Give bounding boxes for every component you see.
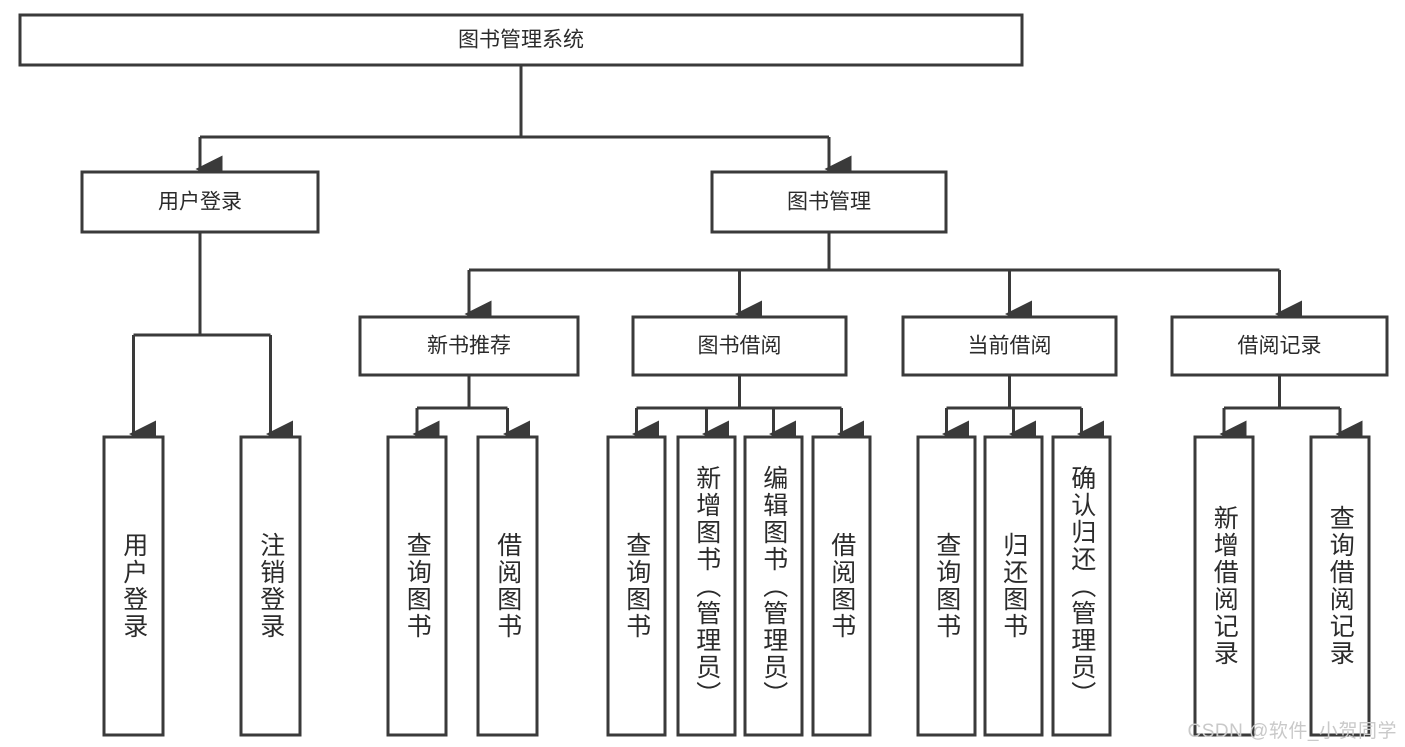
- node-label-book-manage: 图书管理: [787, 191, 871, 214]
- watermark: CSDN @软件_小贺同学: [1187, 721, 1397, 742]
- node-box-new-book-rec[interactable]: [358, 315, 580, 377]
- node-box-leaf-add-book[interactable]: [676, 435, 737, 737]
- node-box-book-manage[interactable]: [710, 170, 948, 234]
- node-label-current-borrow: 当前借阅: [968, 335, 1052, 358]
- node-box-leaf-logout[interactable]: [239, 435, 302, 737]
- node-box-leaf-query-book-1[interactable]: [386, 435, 448, 737]
- node-box-leaf-query-book-2[interactable]: [606, 435, 667, 737]
- node-box-leaf-query-record[interactable]: [1309, 435, 1371, 737]
- node-label-user-login: 用户登录: [158, 191, 242, 214]
- node-box-leaf-borrow-book-2[interactable]: [811, 435, 872, 737]
- node-box-leaf-edit-book[interactable]: [743, 435, 804, 737]
- node-box-book-borrow[interactable]: [631, 315, 848, 377]
- node-box-leaf-user-login[interactable]: [102, 435, 165, 737]
- node-label-book-borrow: 图书借阅: [698, 335, 782, 358]
- node-label-borrow-record: 借阅记录: [1238, 335, 1322, 358]
- node-box-leaf-add-record[interactable]: [1193, 435, 1255, 737]
- node-box-leaf-borrow-book-1[interactable]: [476, 435, 539, 737]
- node-box-borrow-record[interactable]: [1170, 315, 1389, 377]
- node-label-root: 图书管理系统: [458, 29, 584, 52]
- node-box-leaf-query-book-3[interactable]: [916, 435, 977, 737]
- node-box-user-login[interactable]: [80, 170, 320, 234]
- connector-layer: [129, 65, 1363, 448]
- node-box-layer: [18, 13, 1389, 737]
- node-box-leaf-return-book[interactable]: [983, 435, 1044, 737]
- node-box-current-borrow[interactable]: [901, 315, 1118, 377]
- node-box-root[interactable]: [18, 13, 1024, 67]
- node-label-new-book-rec: 新书推荐: [427, 335, 511, 358]
- node-box-leaf-confirm-return[interactable]: [1051, 435, 1112, 737]
